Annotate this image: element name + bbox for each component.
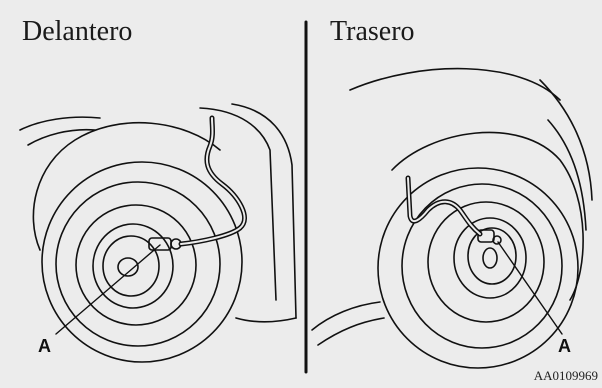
front-title: Delantero — [22, 16, 132, 48]
rear-title: Trasero — [330, 16, 415, 48]
leader-line-front — [56, 245, 160, 334]
callout-a-front: A — [38, 336, 51, 357]
callout-a-rear: A — [558, 336, 571, 357]
front-wheel-illustration — [20, 104, 296, 362]
leader-line-rear — [498, 242, 562, 334]
reference-code: AA0109969 — [534, 368, 598, 384]
rear-wheel-illustration — [312, 69, 592, 368]
